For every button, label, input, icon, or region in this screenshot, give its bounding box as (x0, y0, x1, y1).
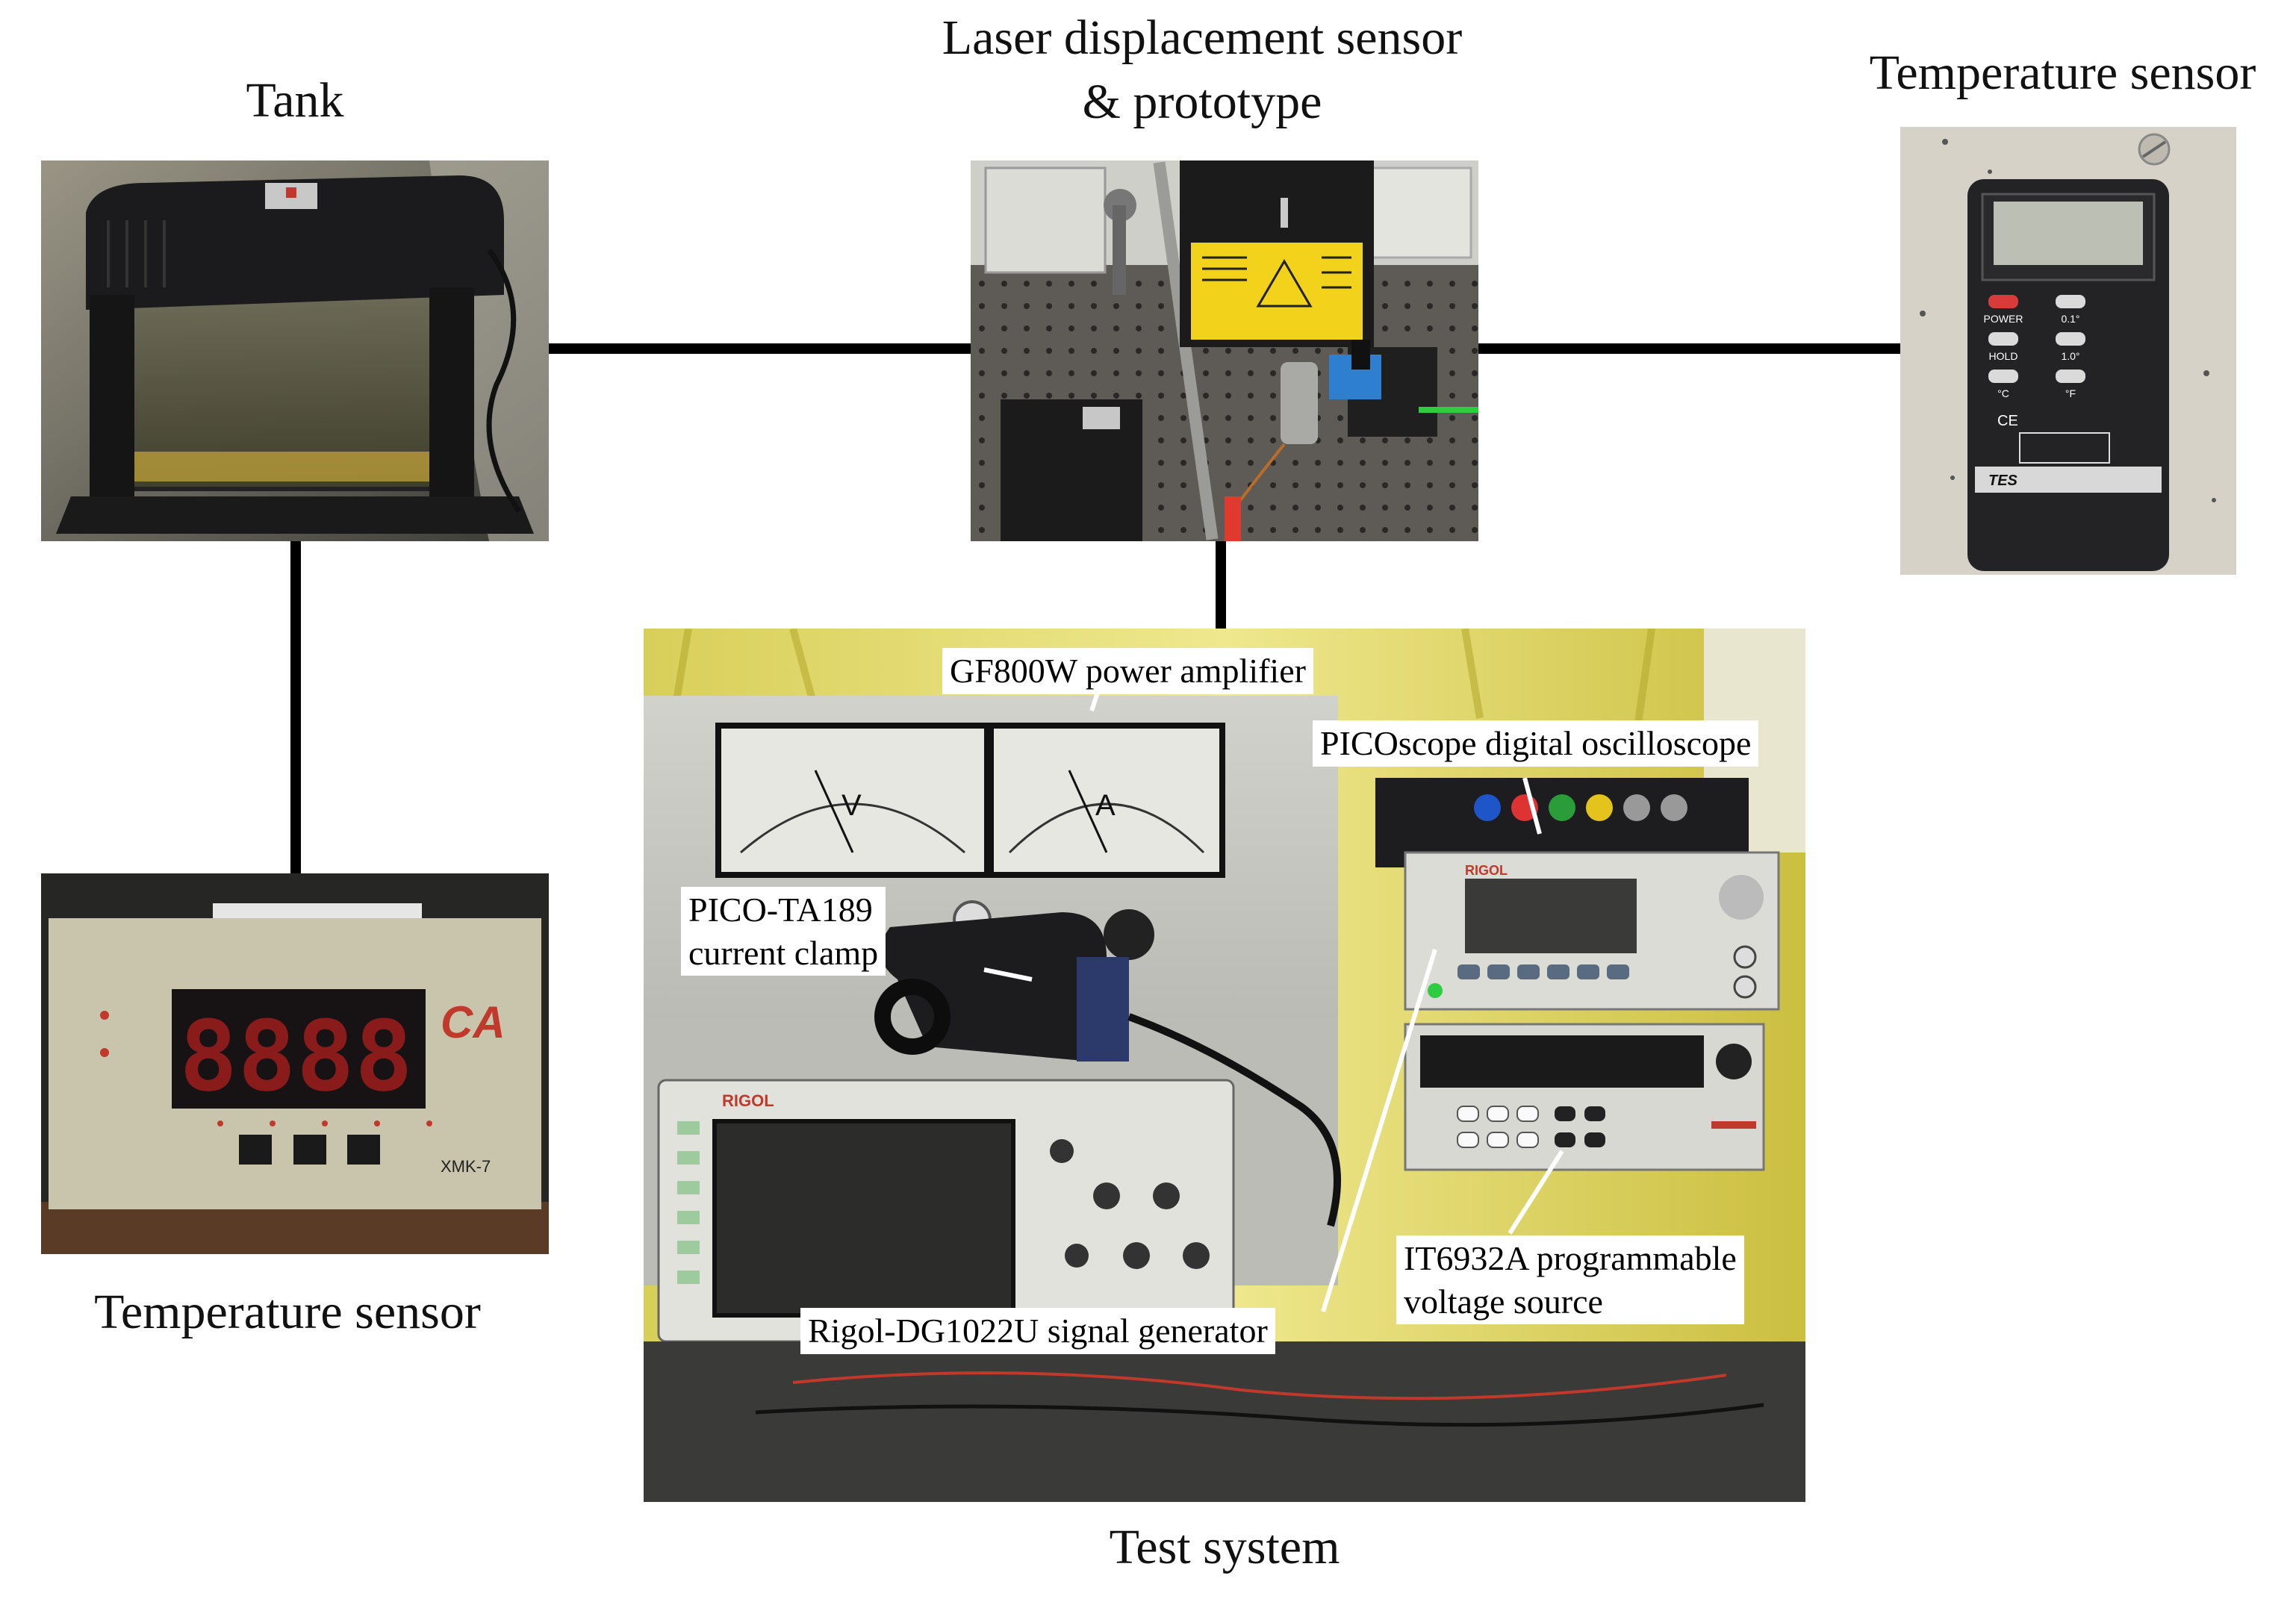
thermometer-illustration: POWER 0.1° HOLD 1.0° °C °F CE TES (1900, 127, 2236, 575)
caption-tank: Tank (246, 73, 344, 128)
thermo-10-label: 1.0° (2061, 350, 2079, 362)
callout-clamp-line1: PICO-TA189 (688, 891, 873, 929)
controller-display: 8888 (179, 1000, 413, 1113)
callout-clamp-line2: current clamp (688, 933, 879, 972)
callout-voltage-line1: IT6932A programmable (1404, 1239, 1737, 1277)
callout-signal-generator: Rigol-DG1022U signal generator (800, 1308, 1275, 1354)
callout-voltage-line2: voltage source (1404, 1282, 1603, 1321)
test-system-illustration: V A RIGOL RIGOL (644, 629, 1805, 1502)
thermo-c-label: °C (1997, 387, 2009, 399)
laser-sensor-illustration (971, 160, 1478, 541)
amp-meter-label: A (1095, 789, 1116, 822)
callout-current-clamp: PICO-TA189 current clamp (681, 887, 886, 976)
callout-power-amplifier: GF800W power amplifier (942, 648, 1313, 694)
connector-tank-controller (290, 541, 301, 873)
callout-voltage-source: IT6932A programmable voltage source (1396, 1235, 1744, 1324)
thermo-power-label: POWER (1984, 313, 2023, 325)
callout-picoscope-oscilloscope: PICOscope digital oscilloscope (1313, 720, 1759, 767)
controller-brand: CA (441, 997, 505, 1047)
tank-illustration (41, 160, 549, 541)
thermo-brand: TES (1988, 473, 2018, 489)
rigol-generator-brand: RIGOL (1465, 863, 1508, 878)
temperature-controller-photo: 8888 CA XMK-7 (41, 873, 549, 1254)
connector-tank-laser (549, 343, 971, 354)
caption-laser-line2: & prototype (1082, 74, 1322, 129)
thermo-f-label: °F (2065, 387, 2076, 399)
temperature-controller-illustration: 8888 CA XMK-7 (41, 873, 549, 1254)
connector-laser-test-system (1216, 541, 1226, 631)
tank-photo (41, 160, 549, 541)
caption-test-system: Test system (1109, 1520, 1340, 1574)
caption-laser-displacement-sensor: Laser displacement sensor & prototype (866, 6, 1538, 134)
caption-laser-line1: Laser displacement sensor (942, 10, 1463, 65)
thermometer-photo: POWER 0.1° HOLD 1.0° °C °F CE TES (1900, 127, 2236, 575)
caption-temperature-sensor-right: Temperature sensor (1869, 46, 2256, 100)
connector-laser-thermometer (1475, 343, 1900, 354)
test-system-photo: V A RIGOL RIGOL (644, 629, 1805, 1502)
thermo-01-label: 0.1° (2061, 313, 2079, 325)
laser-sensor-photo (971, 160, 1478, 541)
controller-model: XMK-7 (441, 1157, 491, 1176)
volt-meter-label: V (841, 789, 862, 822)
thermo-hold-label: HOLD (1989, 350, 2018, 362)
rigol-scope-brand: RIGOL (722, 1091, 774, 1110)
thermo-ce-mark: CE (1997, 413, 2018, 429)
caption-temperature-sensor-left: Temperature sensor (94, 1285, 481, 1339)
